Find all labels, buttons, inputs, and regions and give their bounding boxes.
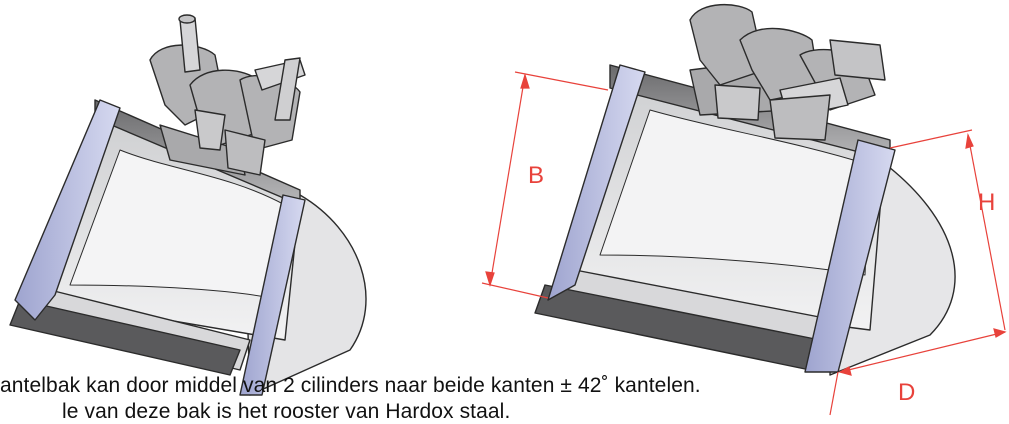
left-bucket (9, 14, 367, 396)
caption-line-2: le van deze bak is het rooster van Hardo… (62, 400, 511, 423)
caption-line-1: antelbak kan door middel van 2 cilinders… (0, 374, 701, 397)
dimension-label-h: H (978, 189, 995, 216)
right-bucket (534, 3, 956, 376)
dimension-label-d: D (898, 379, 915, 406)
dimension-lines (481, 71, 1007, 416)
dimension-label-b: B (528, 162, 544, 189)
